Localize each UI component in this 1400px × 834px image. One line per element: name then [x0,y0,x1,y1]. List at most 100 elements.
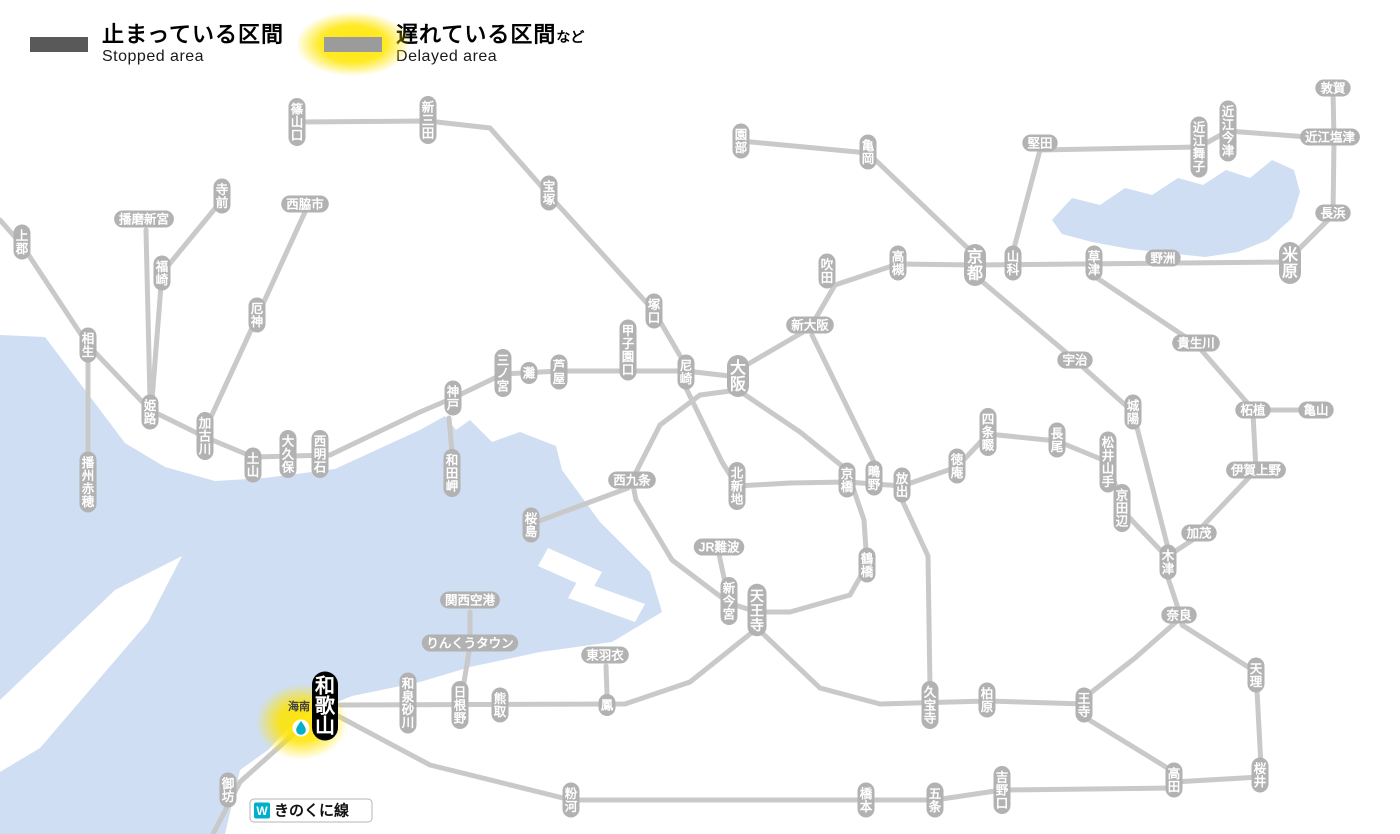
legend: 止まっている区間 Stopped area 遅れている区間など Delayed … [30,13,584,75]
station-capsule: 三ノ宮 [494,349,512,397]
rail-line-wakayama-line [335,713,1175,803]
svg-text:神: 神 [251,314,264,329]
svg-text:久: 久 [281,447,295,462]
svg-text:敦賀: 敦賀 [1320,81,1346,96]
svg-text:山: 山 [1102,461,1115,476]
station-capsule: 園部 [732,123,750,159]
svg-text:島: 島 [525,524,538,539]
svg-text:郡: 郡 [15,242,29,256]
svg-text:高: 高 [1168,766,1181,781]
svg-text:崎: 崎 [156,272,169,287]
station-capsule: 長浜 [1315,204,1351,222]
svg-text:槻: 槻 [892,262,905,277]
rail-line-sakurai-line [1179,622,1264,769]
svg-text:屋: 屋 [553,371,566,386]
svg-text:井: 井 [1254,774,1267,789]
svg-text:篠: 篠 [291,102,304,117]
kinokuni-line-label: きのくに線 [274,802,349,820]
svg-text:高: 高 [892,249,905,264]
svg-text:甲: 甲 [622,324,635,338]
station-capsule: 徳庵 [948,448,966,484]
svg-text:野: 野 [996,784,1009,798]
svg-text:東羽衣: 東羽衣 [586,648,624,663]
rail-line-kusatsu-line [1091,273,1253,409]
station-capsule: 粉河 [562,782,580,818]
svg-text:相: 相 [82,331,95,346]
legend-stopped: 止まっている区間 Stopped area [30,22,284,66]
svg-text:和: 和 [315,675,335,698]
station-capsule: 四条畷 [979,408,997,456]
station-capsule: 厄神 [248,297,266,333]
rail-line-yumesaki [528,485,631,527]
station-capsule: 高槻 [889,245,907,281]
svg-text:王: 王 [750,603,764,619]
svg-text:口: 口 [622,363,635,377]
svg-text:古: 古 [199,429,212,444]
svg-text:粉: 粉 [565,786,578,801]
svg-text:鳳: 鳳 [601,698,614,713]
station-capsule: 東羽衣 [581,646,629,664]
svg-text:大: 大 [282,434,295,449]
station-capsule: 堅田 [1022,134,1058,152]
svg-text:鴫: 鴫 [868,464,881,479]
legend-delayed-text: 遅れている区間など Delayed area [396,22,584,66]
station-capsule: 加古川 [196,412,214,460]
station-capsule: 西脇市 [281,195,329,213]
station-capsule: 近江塩津 [1300,128,1360,146]
svg-text:宇治: 宇治 [1062,353,1088,368]
station-capsule: 和田岬 [443,449,461,497]
svg-text:畷: 畷 [982,438,995,453]
svg-text:石: 石 [313,461,327,475]
svg-text:保: 保 [281,460,295,475]
legend-delayed: 遅れている区間など Delayed area [298,13,584,75]
station-capsule: 貴生川 [1172,334,1220,352]
jr-west-w-icon [254,802,270,819]
station-capsule: 加茂 [1181,524,1217,542]
station-capsule: 木津 [1159,544,1177,580]
legend-delayed-label: 遅れている区間など [396,22,585,47]
svg-text:木: 木 [1161,548,1175,563]
svg-text:宝: 宝 [924,698,937,713]
svg-text:西脇市: 西脇市 [286,197,324,212]
kinokuni-line-badge: W きのくに線 [249,798,373,823]
station-capsule: 高田 [1165,762,1183,798]
svg-text:州: 州 [81,469,95,483]
svg-text:前: 前 [216,195,229,210]
svg-text:寺: 寺 [1078,704,1091,719]
svg-text:河: 河 [565,799,578,814]
rail-line-osaka-higashi-north [809,332,877,465]
station-capsule: 西明石 [311,430,329,478]
svg-text:米: 米 [1282,245,1299,264]
station-capsule: 米原 [1279,242,1301,284]
legend-delayed-sublabel: Delayed area [396,48,498,66]
svg-text:砂: 砂 [401,702,415,717]
rail-line-sagano [738,138,978,258]
svg-text:野: 野 [868,478,881,492]
legend-stopped-label: 止まっている区間 [102,22,285,47]
svg-text:科: 科 [1007,262,1020,277]
svg-text:穂: 穂 [82,494,95,509]
station-capsule: りんくうタウン [421,634,519,652]
svg-text:W: W [256,804,268,818]
svg-text:田: 田 [1116,502,1129,516]
svg-text:戸: 戸 [447,398,460,412]
svg-text:生: 生 [82,344,95,359]
svg-text:原: 原 [981,700,994,714]
station-capsule: 王寺 [1075,687,1093,723]
droplet-icon [296,721,306,735]
rail-line-bantan [149,197,225,403]
svg-text:五: 五 [929,787,942,801]
svg-text:口: 口 [996,797,1009,811]
rail-line-kishin [143,227,153,403]
svg-text:寺: 寺 [750,617,764,633]
svg-text:土: 土 [247,451,260,466]
station-capsule: 北新地 [728,462,746,510]
legend-delayed-suffix: など [556,29,585,45]
svg-text:寺: 寺 [216,182,229,197]
svg-text:播: 播 [82,455,95,470]
station-wakayama-highlighted: 和歌山 [312,671,338,741]
station-capsule: 灘 [520,362,538,384]
svg-text:北: 北 [731,466,744,481]
svg-text:久: 久 [923,685,937,700]
